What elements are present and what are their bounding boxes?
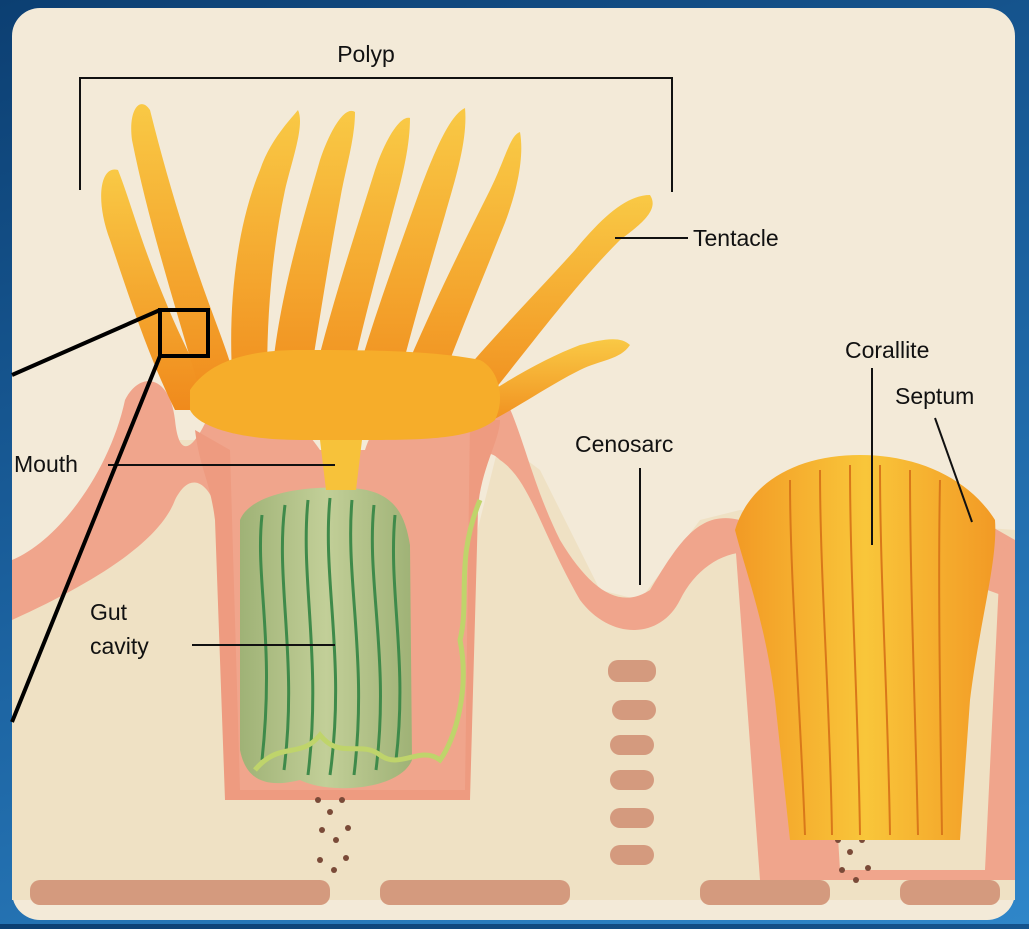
- label-tentacle: Tentacle: [693, 225, 779, 251]
- oral-disc: [190, 350, 500, 440]
- label-septum: Septum: [895, 383, 974, 409]
- label-cenosarc: Cenosarc: [575, 431, 673, 457]
- label-polyp: Polyp: [337, 41, 395, 67]
- label-cavity: cavity: [90, 633, 149, 659]
- label-mouth: Mouth: [14, 451, 78, 477]
- label-corallite: Corallite: [845, 337, 929, 363]
- label-gut: Gut: [90, 599, 128, 625]
